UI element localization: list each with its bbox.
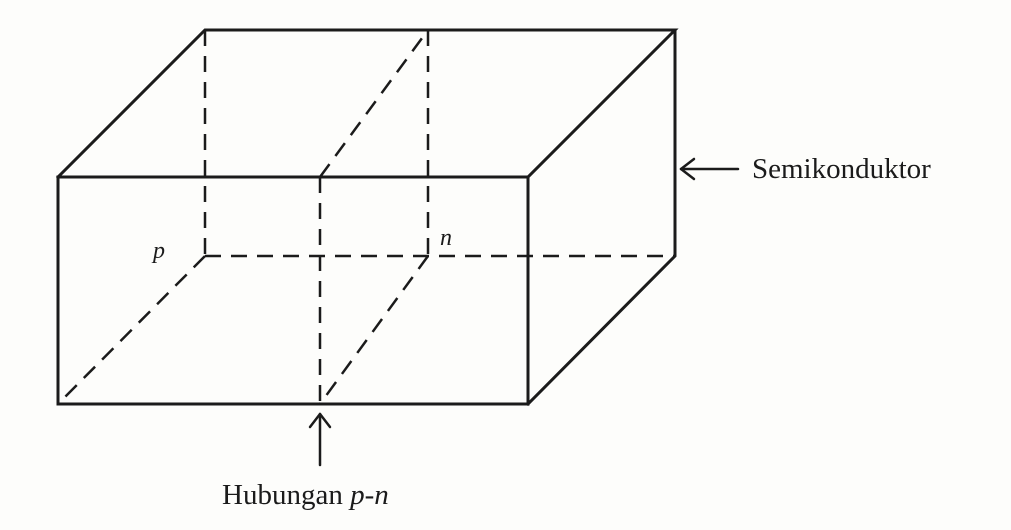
junction-arrow-icon bbox=[308, 412, 332, 467]
junction-bottom-diagonal bbox=[318, 255, 430, 405]
front-face-outline bbox=[56, 175, 530, 406]
hidden-bottom-left-diagonal bbox=[57, 255, 206, 405]
junction-label-prefix: Hubungan bbox=[222, 479, 350, 511]
top-face-outline bbox=[55, 28, 679, 180]
n-region-label: n bbox=[440, 225, 452, 251]
junction-label: Hubungan p-n bbox=[222, 479, 389, 511]
block-visible-edges bbox=[55, 28, 679, 407]
junction-top-diagonal bbox=[318, 29, 430, 178]
junction-plane bbox=[318, 29, 430, 405]
semiconductor-arrow-icon bbox=[679, 157, 740, 181]
block-hidden-edges bbox=[57, 30, 675, 405]
junction-label-pn: p-n bbox=[348, 479, 389, 511]
right-face-outline bbox=[525, 28, 677, 407]
p-region-label: p bbox=[151, 238, 165, 264]
semiconductor-label: Semikonduktor bbox=[752, 153, 931, 185]
